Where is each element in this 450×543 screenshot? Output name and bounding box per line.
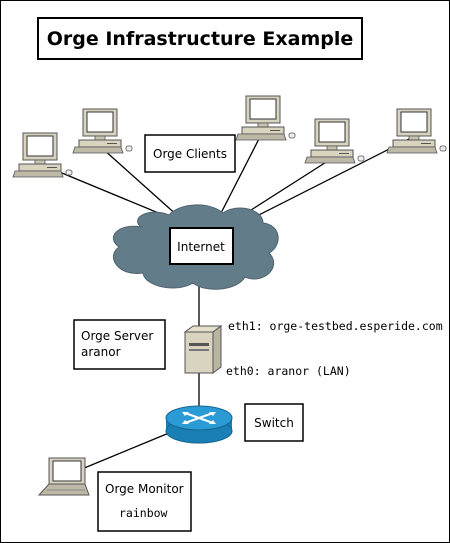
link-client-4 — [236, 158, 332, 220]
link-client-1 — [44, 165, 174, 220]
server-label-host: aranor — [81, 345, 121, 359]
internet-cloud-icon: Internet — [112, 204, 279, 290]
clients-label-box: Orge Clients — [144, 134, 236, 173]
link-client-5 — [246, 137, 412, 222]
server-label-name: Orge Server — [81, 329, 153, 343]
switch-label: Switch — [254, 416, 294, 430]
title-box: Orge Infrastructure Example — [37, 17, 363, 60]
link-client-3 — [218, 130, 264, 218]
link-client-2 — [102, 148, 180, 218]
eth0-label: eth0: aranor (LAN) — [226, 364, 351, 378]
link-switch-monitor — [76, 432, 170, 472]
monitor-label-box: Orge Monitor rainbow — [97, 471, 192, 532]
internet-label: Internet — [177, 240, 225, 254]
clients-label: Orge Clients — [153, 147, 227, 161]
switch-icon — [165, 405, 233, 444]
client-pc-2-icon — [72, 108, 133, 154]
diagram-title: Orge Infrastructure Example — [47, 28, 354, 50]
switch-label-box: Switch — [244, 403, 304, 442]
client-pc-1-icon — [12, 132, 73, 178]
client-pc-4-icon — [304, 118, 365, 164]
client-pc-3-icon — [235, 95, 296, 141]
eth1-label: eth1: orge-testbed.esperide.com — [228, 319, 443, 333]
laptop-icon — [37, 457, 90, 496]
server-tower-icon — [183, 325, 223, 374]
monitor-label-host: rainbow — [119, 506, 168, 520]
client-pc-5-icon — [386, 108, 447, 154]
server-label-box: Orge Server aranor — [73, 319, 166, 370]
monitor-label-name: Orge Monitor — [105, 482, 184, 496]
connection-lines — [44, 130, 412, 472]
